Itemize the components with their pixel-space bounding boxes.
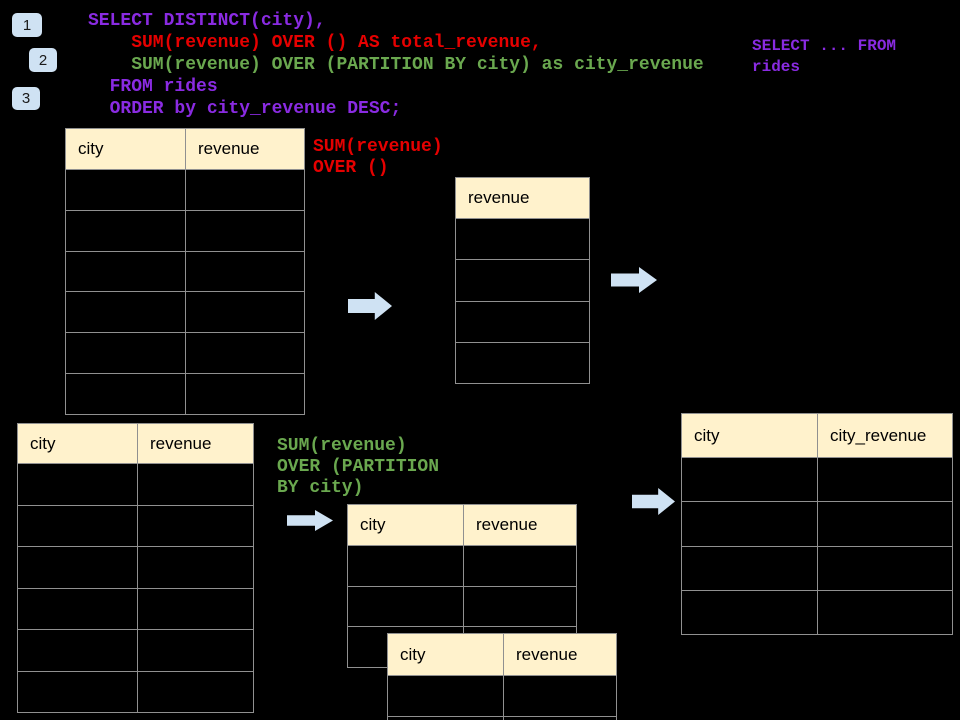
sql-line-city-revenue: SUM(revenue) OVER (PARTITION BY city) as… bbox=[88, 55, 704, 75]
partition-overlay-header-revenue: revenue bbox=[504, 634, 616, 675]
partition-annotation: SUM(revenue) OVER (PARTITION BY city) bbox=[277, 436, 439, 499]
empty-cell bbox=[818, 590, 952, 634]
empty-cell bbox=[18, 547, 137, 588]
partition-overlay-header-city: city bbox=[388, 634, 503, 675]
sql-code-block: SELECT DISTINCT(city), SUM(revenue) OVER… bbox=[88, 10, 704, 120]
empty-cell bbox=[348, 546, 463, 586]
empty-cell bbox=[186, 251, 304, 292]
source-table-top: city revenue bbox=[65, 128, 305, 415]
empty-cell bbox=[186, 292, 304, 333]
step-badge-2-label: 2 bbox=[38, 51, 48, 69]
source-top-header-city: city bbox=[66, 129, 185, 169]
select-from-rides-note: SELECT ... FROM rides bbox=[752, 36, 896, 78]
total-revenue-table: revenue bbox=[455, 177, 590, 384]
empty-cell bbox=[18, 505, 137, 546]
source-top-header-revenue: revenue bbox=[186, 129, 304, 169]
empty-cell bbox=[66, 333, 185, 374]
step-badge-3: 3 bbox=[12, 87, 40, 110]
source-bottom-header-city: city bbox=[18, 424, 137, 463]
empty-cell bbox=[818, 502, 952, 546]
empty-cell bbox=[682, 458, 817, 502]
partition-mid-header-revenue: revenue bbox=[464, 505, 576, 545]
empty-cell bbox=[138, 464, 253, 505]
sql-line-select: SELECT DISTINCT(city), bbox=[88, 11, 326, 31]
result-header-city: city bbox=[682, 414, 817, 457]
partition-annotation-line3: BY city) bbox=[277, 478, 364, 498]
empty-cell bbox=[138, 505, 253, 546]
empty-cell bbox=[138, 671, 253, 712]
empty-cell bbox=[66, 170, 185, 210]
sql-line-order-by: ORDER by city_revenue DESC; bbox=[88, 99, 402, 119]
empty-cell bbox=[388, 717, 503, 720]
empty-cell bbox=[464, 546, 576, 586]
step-badge-3-label: 3 bbox=[21, 90, 31, 107]
partition-annotation-line2: OVER (PARTITION bbox=[277, 457, 440, 477]
total-annotation-line2: OVER () bbox=[313, 158, 389, 178]
empty-cell bbox=[186, 210, 304, 251]
partition-table-mid: city revenue bbox=[347, 504, 577, 668]
empty-cell bbox=[138, 547, 253, 588]
empty-cell bbox=[388, 676, 503, 716]
empty-cell bbox=[818, 546, 952, 590]
step-badge-1-label: 1 bbox=[22, 16, 32, 34]
empty-cell bbox=[682, 590, 817, 634]
arrow-right-icon bbox=[632, 488, 675, 515]
source-table-bottom: city revenue bbox=[17, 423, 254, 713]
arrow-right-icon bbox=[287, 510, 333, 531]
partition-table-overlay: city revenue bbox=[387, 633, 617, 720]
result-header-city-revenue: city_revenue bbox=[818, 414, 952, 457]
empty-cell bbox=[66, 374, 185, 414]
empty-cell bbox=[66, 210, 185, 251]
empty-cell bbox=[682, 502, 817, 546]
empty-cell bbox=[456, 260, 589, 301]
empty-cell bbox=[66, 292, 185, 333]
total-revenue-header: revenue bbox=[456, 178, 589, 218]
empty-cell bbox=[18, 671, 137, 712]
empty-cell bbox=[66, 251, 185, 292]
empty-cell bbox=[504, 676, 616, 716]
empty-cell bbox=[186, 170, 304, 210]
empty-cell bbox=[818, 458, 952, 502]
sql-line-total-revenue: SUM(revenue) OVER () AS total_revenue, bbox=[88, 33, 542, 53]
total-annotation-line1: SUM(revenue) bbox=[313, 137, 443, 157]
total-revenue-annotation: SUM(revenue) OVER () bbox=[313, 137, 443, 179]
empty-cell bbox=[186, 333, 304, 374]
partition-mid-header-city: city bbox=[348, 505, 463, 545]
empty-cell bbox=[456, 301, 589, 342]
empty-cell bbox=[348, 586, 463, 627]
partition-annotation-line1: SUM(revenue) bbox=[277, 436, 407, 456]
empty-cell bbox=[464, 586, 576, 627]
empty-cell bbox=[18, 630, 137, 671]
select-from-note-line2: rides bbox=[752, 58, 801, 76]
sql-line-from: FROM rides bbox=[88, 77, 218, 97]
empty-cell bbox=[682, 546, 817, 590]
empty-cell bbox=[138, 588, 253, 629]
source-bottom-header-revenue: revenue bbox=[138, 424, 253, 463]
arrow-right-icon bbox=[348, 292, 392, 320]
arrow-right-icon bbox=[611, 267, 657, 293]
step-badge-1: 1 bbox=[12, 13, 42, 37]
empty-cell bbox=[456, 219, 589, 260]
empty-cell bbox=[138, 630, 253, 671]
empty-cell bbox=[18, 588, 137, 629]
select-from-note-line1: SELECT ... FROM bbox=[752, 37, 897, 55]
step-badge-2: 2 bbox=[29, 48, 57, 72]
empty-cell bbox=[18, 464, 137, 505]
empty-cell bbox=[504, 717, 616, 720]
city-revenue-result-table: city city_revenue bbox=[681, 413, 953, 635]
empty-cell bbox=[186, 374, 304, 414]
empty-cell bbox=[456, 342, 589, 383]
